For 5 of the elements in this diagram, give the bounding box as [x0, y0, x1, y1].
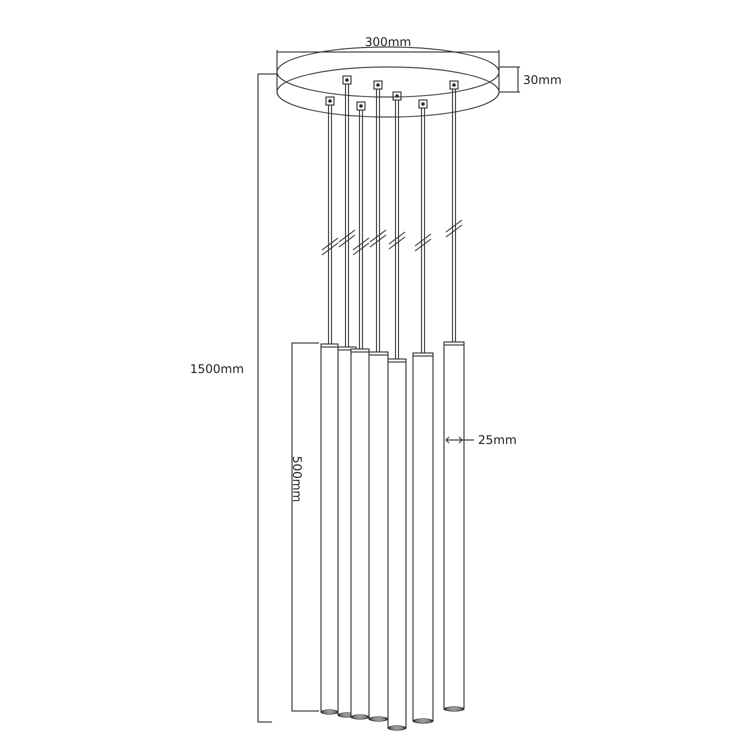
- dimension-label: 25mm: [478, 433, 517, 447]
- dimension-label: 30mm: [523, 73, 562, 87]
- dimension-label: 1500mm: [190, 362, 244, 376]
- dimension-label: 500mm: [290, 456, 304, 502]
- dimension-label: 300mm: [364, 35, 412, 49]
